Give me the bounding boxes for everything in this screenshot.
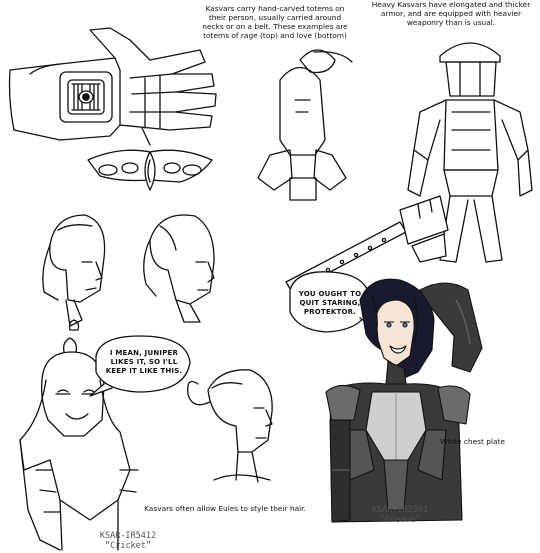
totems-note: Kasvars carry hand-carved totems on thei…	[202, 4, 348, 40]
rage-totem	[59, 71, 113, 123]
greave-id: KSAR-IR2301	[371, 505, 429, 515]
eules-hair-profile	[187, 369, 273, 483]
greave-speech-text: YOU OUGHT TO QUIT STARING, PROTEKTOR.	[298, 290, 362, 316]
greave-figure	[325, 278, 483, 523]
cricket-speech-bubble	[95, 335, 191, 393]
hooded-bust	[257, 49, 353, 201]
greave-name: “Greave”	[379, 515, 421, 525]
cricket-caption: KSAR-IR5412 “Cricket”	[88, 531, 168, 551]
cricket-speech-text: I MEAN, JUNIPER LIKES IT, SO I'LL KEEP I…	[105, 349, 183, 375]
cricket-name: “Cricket”	[104, 541, 152, 551]
heavy-kasvar-drawing	[407, 42, 533, 263]
heavy-kasvar-note: Heavy Kasvars have elongated and thicker…	[371, 0, 531, 27]
head-study-left	[42, 214, 106, 327]
hand-drawing	[8, 27, 217, 141]
love-totem	[87, 127, 213, 191]
cricket-drawing	[19, 319, 139, 551]
cricket-id: KSAR-IR5412	[99, 531, 157, 541]
chest-plate-note: White chest plate	[440, 437, 505, 446]
head-study-right	[143, 214, 215, 323]
eules-note: Kasvars often allow Eules to style their…	[144, 504, 306, 513]
greave-caption: KSAR-IR2301 “Greave”	[360, 505, 440, 525]
